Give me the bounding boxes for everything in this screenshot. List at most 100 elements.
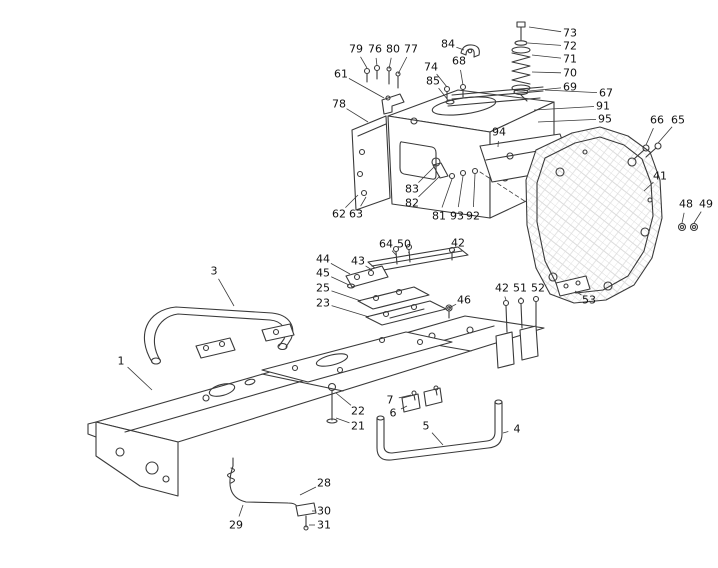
leader-line-80-7 <box>388 57 392 70</box>
part-label-31: 31 <box>317 519 331 532</box>
leader-line-74-10 <box>436 73 448 88</box>
leader-line-45-36 <box>331 276 350 286</box>
part-label-91: 91 <box>596 100 610 113</box>
part-label-1: 1 <box>118 355 125 368</box>
part-label-83: 83 <box>405 183 419 196</box>
part-label-66: 66 <box>650 114 664 127</box>
part-label-48: 48 <box>679 198 693 211</box>
leader-line-82-25 <box>418 175 441 198</box>
leader-line-79-5 <box>360 56 368 69</box>
part-label-44: 44 <box>316 253 330 266</box>
leader-line-70-3 <box>531 71 562 74</box>
leader-line-95-17 <box>537 119 597 123</box>
part-label-43: 43 <box>351 255 365 268</box>
leader-line-67-15 <box>544 89 598 93</box>
part-label-70: 70 <box>563 67 577 80</box>
part-label-94: 94 <box>492 126 506 139</box>
leader-line-3-44 <box>218 278 235 307</box>
leader-line-84-9 <box>456 46 465 51</box>
part-label-25: 25 <box>316 282 330 295</box>
part-label-76: 76 <box>368 43 382 56</box>
top-hardware-drawing <box>363 44 480 105</box>
leader-line-78-14 <box>346 108 369 123</box>
part-label-79: 79 <box>349 43 363 56</box>
part-label-64: 64 <box>379 238 393 251</box>
leader-line-6-49 <box>400 405 408 410</box>
leader-line-21-47 <box>335 417 350 424</box>
part-label-84: 84 <box>441 38 455 51</box>
part-label-77: 77 <box>404 43 418 56</box>
part-label-85: 85 <box>426 75 440 88</box>
part-label-78: 78 <box>332 98 346 111</box>
part-label-22: 22 <box>351 405 365 418</box>
leader-line-42-40 <box>504 296 507 301</box>
part-label-95: 95 <box>598 113 612 126</box>
leader-line-76-6 <box>375 57 378 67</box>
leader-line-62-26 <box>345 194 359 208</box>
leader-line-28-52 <box>299 486 317 496</box>
leader-line-85-12 <box>438 87 449 101</box>
leader-line-73-0 <box>528 26 562 33</box>
part-label-50: 50 <box>397 238 411 251</box>
part-label-46: 46 <box>457 294 471 307</box>
part-label-81: 81 <box>432 210 446 223</box>
part-label-42: 42 <box>451 237 465 250</box>
leader-line-4-51 <box>502 431 509 434</box>
leader-line-61-13 <box>348 78 385 99</box>
console-bracket-drawing <box>387 86 567 229</box>
chassis-frame-drawing <box>87 295 545 497</box>
leader-line-92-30 <box>473 173 476 208</box>
leader-line-66-18 <box>645 128 654 146</box>
leader-line-81-28 <box>441 178 453 208</box>
spring-assembly-drawing <box>511 21 531 102</box>
leader-line-44-34 <box>330 263 351 275</box>
leader-line-48-22 <box>681 212 685 224</box>
part-label-71: 71 <box>563 53 577 66</box>
part-label-67: 67 <box>599 87 613 100</box>
part-label-29: 29 <box>229 519 243 532</box>
leader-line-71-2 <box>531 54 562 59</box>
part-label-62: 62 <box>332 208 346 221</box>
part-label-63: 63 <box>349 208 363 221</box>
leader-line-42-33 <box>451 250 454 254</box>
part-label-93: 93 <box>450 210 464 223</box>
part-label-49: 49 <box>699 198 713 211</box>
part-label-7: 7 <box>387 394 394 407</box>
part-label-61: 61 <box>334 68 348 81</box>
part-label-30: 30 <box>317 505 331 518</box>
leader-line-43-35 <box>365 265 373 271</box>
part-label-80: 80 <box>386 43 400 56</box>
part-label-3: 3 <box>211 265 218 278</box>
part-label-74: 74 <box>424 61 438 74</box>
leader-line-1-45 <box>127 366 153 391</box>
part-label-53: 53 <box>582 294 596 307</box>
rear-support-drawing <box>376 385 503 461</box>
wire-drawing <box>226 457 317 531</box>
part-label-23: 23 <box>316 297 330 310</box>
part-label-5: 5 <box>423 420 430 433</box>
leader-line-93-29 <box>457 175 464 208</box>
part-label-72: 72 <box>563 40 577 53</box>
front-subframe-drawing <box>143 306 295 365</box>
leader-line-65-19 <box>657 126 673 144</box>
leader-line-53-43 <box>574 290 582 296</box>
part-label-69: 69 <box>563 81 577 94</box>
leader-line-23-38 <box>331 305 370 318</box>
part-label-51: 51 <box>513 282 527 295</box>
rear-plate-drawing <box>525 126 699 304</box>
part-label-73: 73 <box>563 27 577 40</box>
part-label-41: 41 <box>653 170 667 183</box>
leader-line-68-11 <box>460 69 464 86</box>
part-label-21: 21 <box>351 420 365 433</box>
leader-line-29-55 <box>238 504 244 517</box>
part-label-6: 6 <box>390 407 397 420</box>
part-label-42: 42 <box>495 282 509 295</box>
leader-line-63-27 <box>360 196 367 207</box>
part-label-45: 45 <box>316 267 330 280</box>
leader-line-77-8 <box>397 56 408 75</box>
leader-line-72-1 <box>527 42 562 46</box>
center-brackets-drawing <box>345 243 469 326</box>
leader-line-5-50 <box>431 432 444 446</box>
